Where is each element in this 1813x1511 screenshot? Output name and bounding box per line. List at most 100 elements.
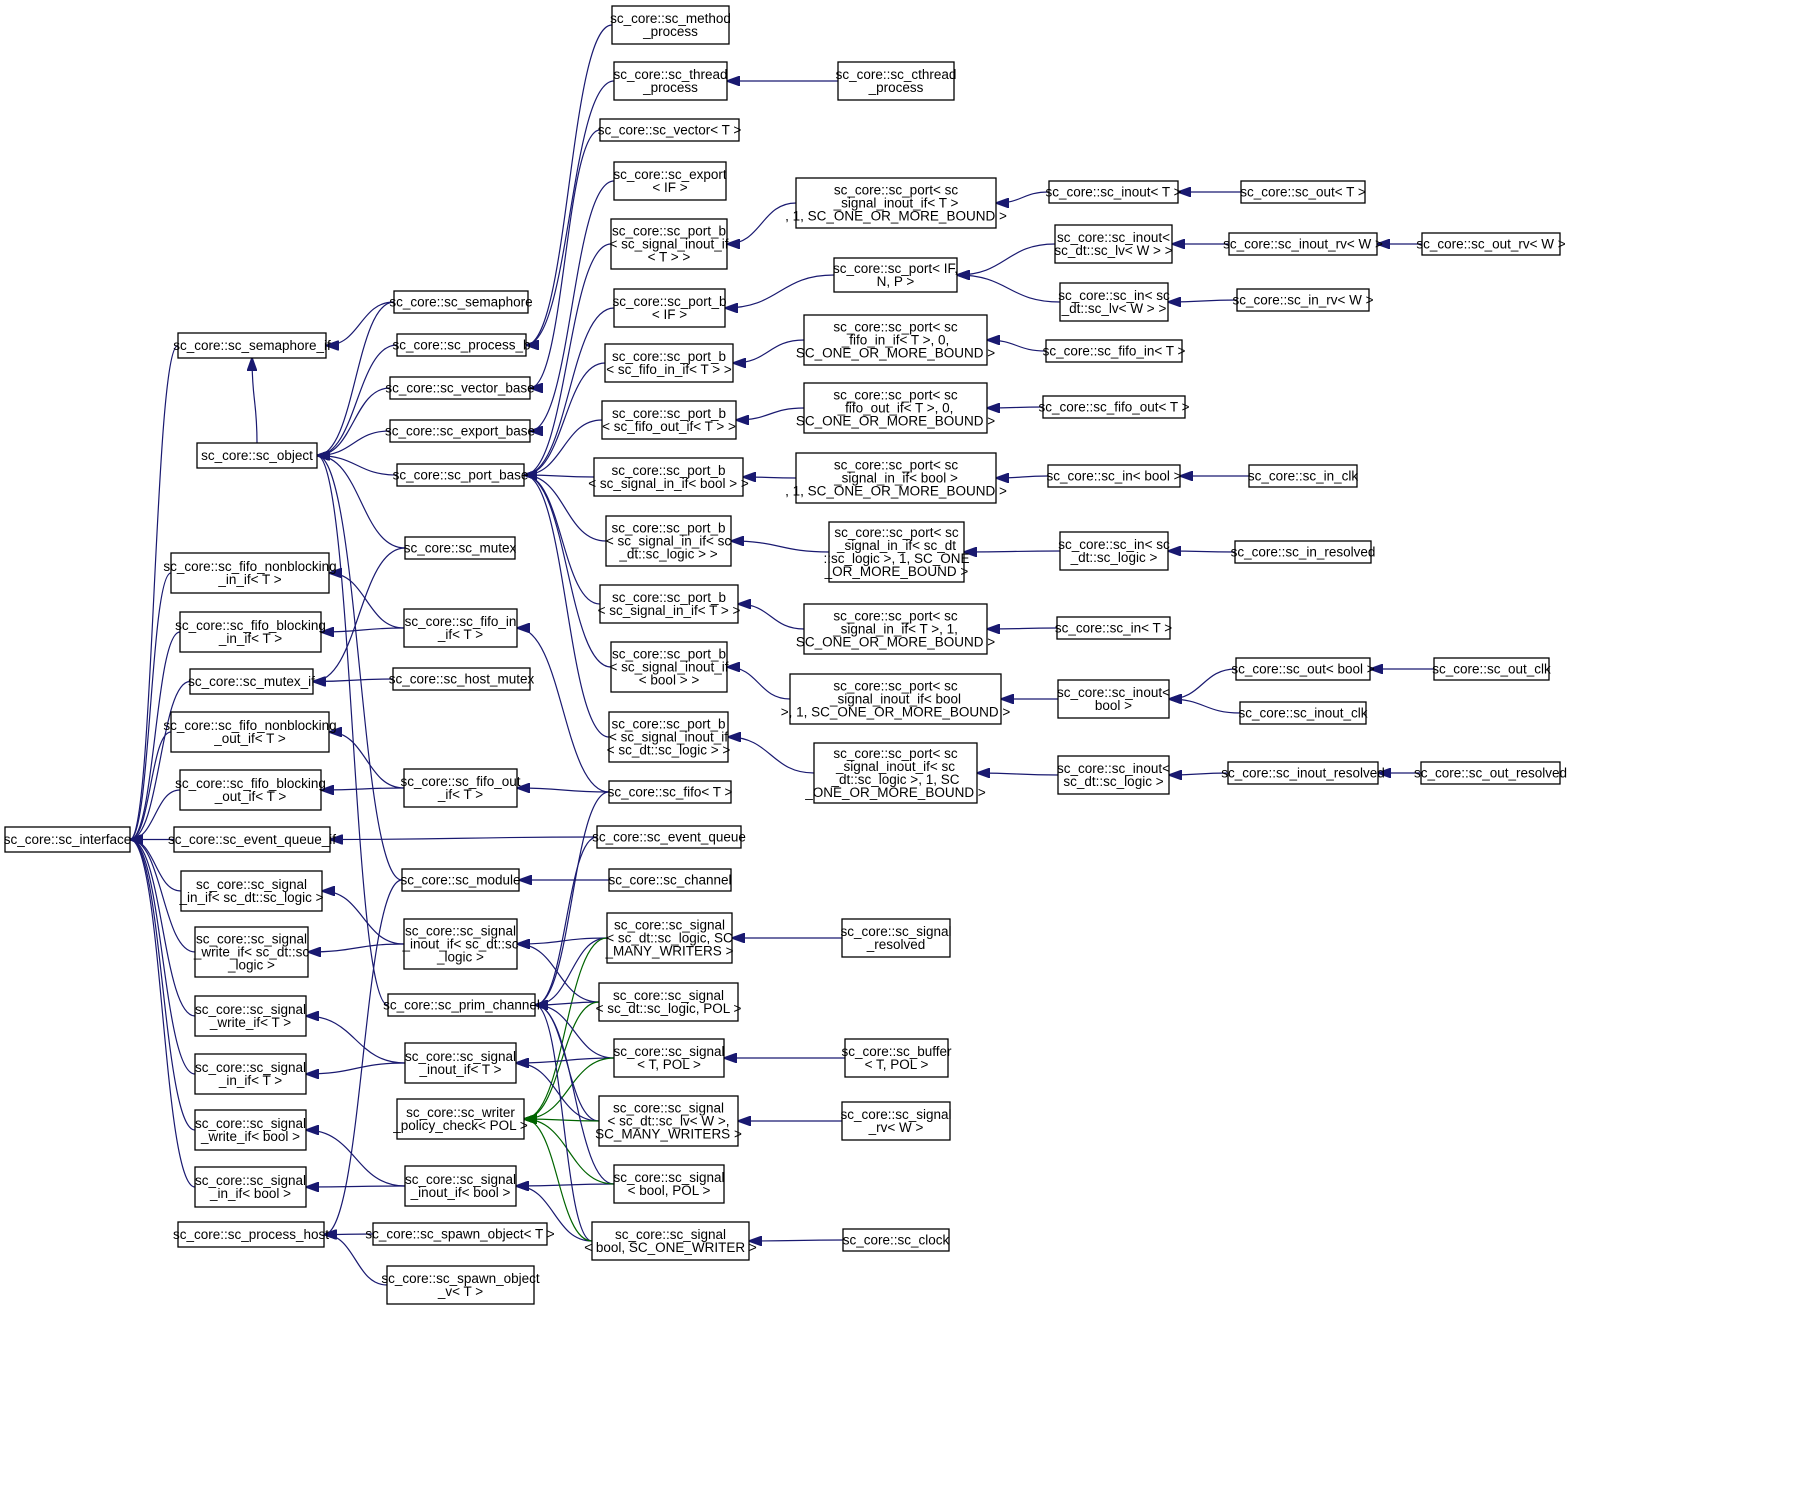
class-box[interactable] <box>1228 232 1378 256</box>
class-box[interactable] <box>803 603 988 655</box>
class-node-fifo-nb-in-if[interactable]: sc_core::sc_fifo_nonblocking_in_if< T > <box>163 552 337 594</box>
class-box[interactable] <box>1420 761 1561 785</box>
class-node-port-sig-inout-logic[interactable]: sc_core::sc_port< sc_signal_inout_if< sc… <box>804 742 986 804</box>
class-node-host-mutex[interactable]: sc_core::sc_host_mutex <box>389 667 535 691</box>
class-node-port-b-sig-in-bool[interactable]: sc_core::sc_port_b< sc_signal_in_if< boo… <box>588 457 749 497</box>
class-node-export-base[interactable]: sc_core::sc_export_base <box>385 419 535 443</box>
class-box[interactable] <box>1236 288 1370 312</box>
class-node-event-queue-if[interactable]: sc_core::sc_event_queue_if <box>168 826 336 853</box>
class-node-sig-write-if-T[interactable]: sc_core::sc_signal_write_if< T > <box>194 995 307 1037</box>
class-node-in-resolved[interactable]: sc_core::sc_in_resolved <box>1231 540 1376 564</box>
class-node-vector[interactable]: sc_core::sc_vector< T > <box>598 118 742 142</box>
class-box[interactable] <box>1235 657 1371 681</box>
class-node-signal-resolved[interactable]: sc_core::sc_signal_resolved <box>840 918 952 958</box>
class-node-fifo-out-if[interactable]: sc_core::sc_fifo_out_if< T > <box>400 768 521 808</box>
class-box[interactable] <box>803 382 988 434</box>
class-node-vector-base[interactable]: sc_core::sc_vector_base <box>385 376 535 400</box>
class-box[interactable] <box>1042 395 1186 419</box>
class-box[interactable] <box>194 1109 307 1151</box>
class-box[interactable] <box>1054 224 1173 264</box>
class-box[interactable] <box>173 826 331 853</box>
class-box[interactable] <box>1059 531 1169 571</box>
class-node-inout-logic[interactable]: sc_core::sc_inout<sc_dt::sc_logic > <box>1057 755 1170 795</box>
class-box[interactable] <box>1239 701 1367 725</box>
class-box[interactable] <box>1227 761 1379 785</box>
class-node-port-sig-in-bool[interactable]: sc_core::sc_port< sc_signal_in_if< bool … <box>785 452 1007 504</box>
class-box[interactable] <box>611 5 730 45</box>
class-node-inout-rv[interactable]: sc_core::sc_inout_rv< W > <box>1223 232 1383 256</box>
class-node-semaphore[interactable]: sc_core::sc_semaphore <box>389 290 533 314</box>
class-node-port-b-sig-in-T[interactable]: sc_core::sc_port_b< sc_signal_in_if< T >… <box>598 584 741 624</box>
class-node-fifo-nb-out-if[interactable]: sc_core::sc_fifo_nonblocking_out_if< T > <box>163 711 337 753</box>
class-box[interactable] <box>194 926 309 978</box>
class-node-port-b-IF[interactable]: sc_core::sc_port_b< IF > <box>612 288 727 328</box>
class-node-fifo-in[interactable]: sc_core::sc_fifo_in< T > <box>1043 339 1186 363</box>
class-box[interactable] <box>194 1166 307 1208</box>
class-box[interactable] <box>1421 232 1561 256</box>
class-box[interactable] <box>189 668 314 695</box>
class-node-port-base[interactable]: sc_core::sc_port_base <box>393 463 529 487</box>
class-box[interactable] <box>396 333 527 357</box>
class-box[interactable] <box>404 1042 517 1084</box>
class-box[interactable] <box>1045 339 1183 363</box>
class-node-signal-bool-one[interactable]: sc_core::sc_signal< bool, SC_ONE_WRITER … <box>584 1221 757 1261</box>
class-box[interactable] <box>392 667 531 691</box>
class-box[interactable] <box>1433 657 1550 681</box>
class-node-out-resolved[interactable]: sc_core::sc_out_resolved <box>1414 761 1567 785</box>
class-node-sig-inout-if-T[interactable]: sc_core::sc_signal_inout_if< T > <box>404 1042 517 1084</box>
class-node-port-sig-inout-bool[interactable]: sc_core::sc_port< sc_signal_inout_if< bo… <box>781 673 1011 725</box>
class-box[interactable] <box>813 742 978 804</box>
class-box[interactable] <box>837 61 955 101</box>
class-node-cthread-process[interactable]: sc_core::sc_cthread_process <box>836 61 957 101</box>
class-node-spawn-object-v[interactable]: sc_core::sc_spawn_object_v< T > <box>381 1265 540 1305</box>
class-box[interactable] <box>389 419 531 443</box>
class-box[interactable] <box>795 452 997 504</box>
class-box[interactable] <box>598 1095 739 1147</box>
class-node-signal-logic-pol[interactable]: sc_core::sc_signal< sc_dt::sc_logic, POL… <box>596 982 742 1022</box>
class-box[interactable] <box>841 1101 951 1141</box>
class-box[interactable] <box>591 1221 750 1261</box>
class-box[interactable] <box>1248 464 1358 488</box>
class-node-port-fifo-out[interactable]: sc_core::sc_port< sc_fifo_out_if< T >, 0… <box>796 382 995 434</box>
class-node-signal-rv[interactable]: sc_core::sc_signal_rv< W > <box>840 1101 952 1141</box>
class-node-iface[interactable]: sc_core::sc_interface <box>4 826 132 853</box>
class-node-process-host[interactable]: sc_core::sc_process_host <box>173 1221 329 1248</box>
class-box[interactable] <box>608 868 732 892</box>
class-box[interactable] <box>606 912 733 964</box>
class-box[interactable] <box>613 161 727 201</box>
class-node-sig-inout-if-logic[interactable]: sc_core::sc_signal_inout_if< sc_dt::sc_l… <box>402 918 519 970</box>
class-node-fifo-in-if[interactable]: sc_core::sc_fifo_in_if< T > <box>403 608 518 648</box>
class-box[interactable] <box>170 711 330 753</box>
class-node-method-process[interactable]: sc_core::sc_method_process <box>610 5 731 45</box>
class-node-port-IF[interactable]: sc_core::sc_port< IF,N, P > <box>833 257 958 293</box>
class-box[interactable] <box>1047 464 1181 488</box>
class-box[interactable] <box>386 1265 535 1305</box>
class-box[interactable] <box>795 177 997 229</box>
class-box[interactable] <box>610 218 728 270</box>
class-node-in-lv[interactable]: sc_core::sc_in< sc_dt::sc_lv< W > > <box>1058 282 1170 322</box>
class-node-port-sig-in-logic[interactable]: sc_core::sc_port< sc_signal_in_if< sc_dt… <box>824 521 970 583</box>
class-box[interactable] <box>608 780 732 804</box>
class-box[interactable] <box>393 290 529 314</box>
class-box[interactable] <box>389 376 531 400</box>
class-box[interactable] <box>842 1228 950 1252</box>
class-node-fifo-b-out-if[interactable]: sc_core::sc_fifo_blocking_out_if< T > <box>175 769 326 811</box>
class-box[interactable] <box>613 1164 725 1204</box>
class-node-out-bool[interactable]: sc_core::sc_out< bool > <box>1231 657 1375 681</box>
class-box[interactable] <box>596 825 742 849</box>
class-node-event-queue[interactable]: sc_core::sc_event_queue <box>592 825 746 849</box>
class-node-in-logic[interactable]: sc_core::sc_in< sc_dt::sc_logic > <box>1058 531 1170 571</box>
class-node-mutex-if[interactable]: sc_core::sc_mutex_if <box>188 668 315 695</box>
class-box[interactable] <box>613 61 728 101</box>
class-node-inout-bool[interactable]: sc_core::sc_inout<bool > <box>1057 679 1170 719</box>
class-node-mutex[interactable]: sc_core::sc_mutex <box>404 536 517 560</box>
class-box[interactable] <box>1234 540 1372 564</box>
class-box[interactable] <box>1057 679 1170 719</box>
class-box[interactable] <box>598 982 739 1022</box>
class-node-in-rv[interactable]: sc_core::sc_in_rv< W > <box>1232 288 1374 312</box>
class-box[interactable] <box>387 993 536 1017</box>
class-box[interactable] <box>833 257 958 293</box>
class-node-inout-T[interactable]: sc_core::sc_inout< T > <box>1045 180 1182 204</box>
class-node-sig-in-if-logic[interactable]: sc_core::sc_signal_in_if< sc_dt::sc_logi… <box>178 870 324 912</box>
class-node-sem-if[interactable]: sc_core::sc_semaphore_if <box>173 332 331 359</box>
